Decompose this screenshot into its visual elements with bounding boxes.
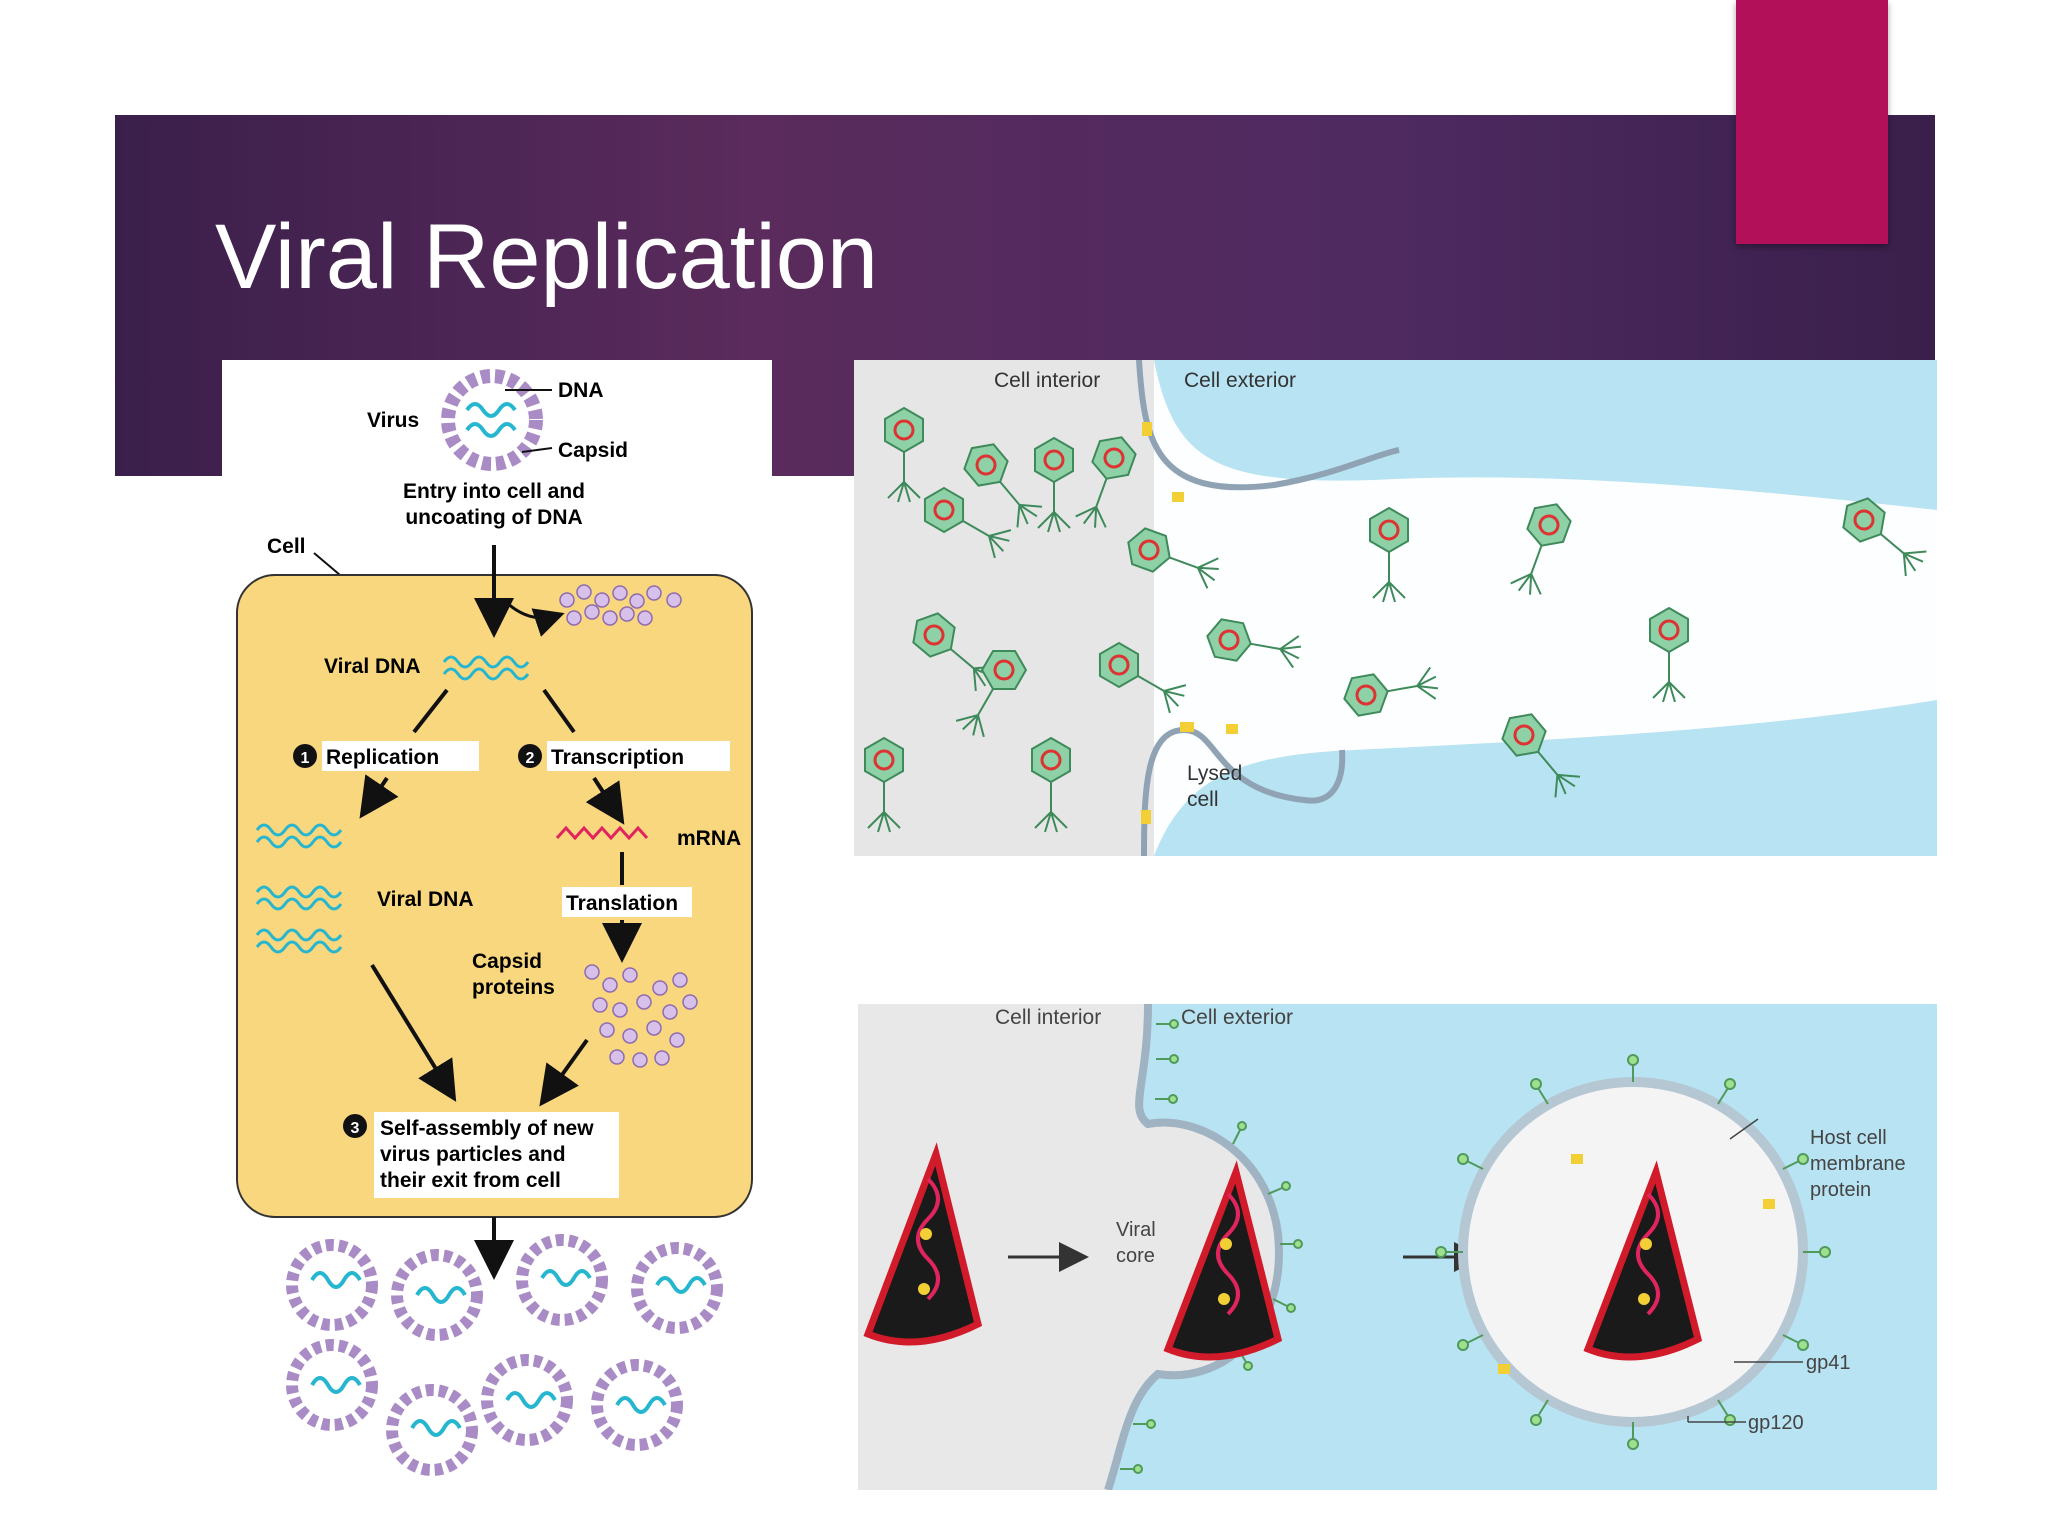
bacteriophages (864, 406, 1927, 833)
viral-core-1 (863, 1142, 983, 1346)
label-cell-exterior: Cell exterior (1184, 369, 1296, 392)
label-gp41: gp41 (1806, 1352, 1851, 1374)
replication-flow-diagram: Virus DNA Capsid Entry into cell and unc… (222, 360, 772, 1520)
transcription-arrow (585, 776, 625, 825)
cell-leader (313, 552, 341, 576)
label-entry-1: Entry into cell and (403, 480, 585, 503)
membrane-proteins (1141, 422, 1238, 824)
uncoat-arrow (502, 598, 565, 637)
assembly-box (374, 1112, 619, 1198)
label-assembly-3: their exit from cell (380, 1169, 561, 1192)
hiv-budding-illustration: Cell interior Cell exterior Viral core (858, 1004, 1937, 1490)
slide-title: Viral Replication (215, 206, 879, 308)
label-cell: Cell (267, 535, 306, 558)
label-translation: Translation (566, 892, 678, 915)
label-cell-interior: Cell interior (994, 369, 1100, 392)
viral-core-2 (1163, 1160, 1283, 1361)
lower-membrane (1141, 726, 1346, 856)
label-host-protein-1: Host cell (1810, 1127, 1887, 1149)
label-viral-core-1: Viral (1116, 1219, 1156, 1241)
replicated-dna-icons (255, 823, 343, 954)
label-capsid: Capsid (558, 439, 628, 462)
label-lysed-1: Lysed (1187, 762, 1242, 785)
label-entry-2: uncoating of DNA (405, 506, 582, 529)
virus-icon (441, 369, 543, 471)
label-gp120: gp120 (1748, 1412, 1804, 1434)
host-protein-leader (1729, 1118, 1759, 1140)
branch-left (412, 688, 449, 734)
replication-arrow (359, 774, 399, 819)
label-host-protein-3: protein (1810, 1179, 1871, 1201)
label-replication: Replication (326, 746, 439, 769)
assembly-arrow-left (370, 963, 457, 1102)
mature-virion (1435, 1054, 1831, 1450)
transcription-box (547, 741, 730, 771)
label-hiv-cell-interior: Cell interior (995, 1006, 1101, 1029)
label-lysed-2: cell (1187, 788, 1219, 811)
step-2-number: 2 (526, 750, 535, 767)
label-capsid-proteins-2: proteins (472, 976, 555, 999)
label-mrna: mRNA (677, 827, 741, 850)
shed-capsomeres (559, 584, 682, 626)
lysate-cloud (1154, 360, 1937, 856)
accent-tab (1736, 0, 1888, 244)
label-virus: Virus (367, 409, 419, 432)
capsid-leader (521, 447, 553, 453)
label-assembly-2: virus particles and (380, 1143, 566, 1166)
assembly-arrow-right (539, 1038, 589, 1107)
label-viral-dna-mid: Viral DNA (377, 888, 473, 911)
capsid-protein-dots (584, 964, 698, 1068)
host-membrane (1104, 1004, 1283, 1490)
step-1-badge (293, 744, 317, 768)
upper-membrane (1136, 360, 1400, 491)
branch-right (542, 688, 576, 734)
replication-box (322, 741, 479, 771)
label-transcription: Transcription (551, 746, 684, 769)
step-2-badge (518, 744, 542, 768)
label-viral-core-2: core (1116, 1245, 1155, 1267)
step-1-number: 1 (301, 750, 310, 767)
label-assembly-1: Self-assembly of new (380, 1117, 594, 1140)
label-hiv-cell-exterior: Cell exterior (1181, 1006, 1293, 1029)
viral-dna-icon (442, 655, 530, 681)
progeny-virions (286, 1234, 723, 1476)
phage-lysis-illustration: Cell interior Cell exterior Lysed cell (854, 360, 1937, 856)
translation-box (562, 887, 692, 917)
mrna-icon (555, 825, 649, 841)
label-dna: DNA (558, 379, 604, 402)
label-capsid-proteins-1: Capsid (472, 950, 542, 973)
step-3-number: 3 (351, 1120, 360, 1137)
step-3-badge (343, 1114, 367, 1138)
label-host-protein-2: membrane (1810, 1153, 1906, 1175)
label-viral-dna-top: Viral DNA (324, 655, 420, 678)
